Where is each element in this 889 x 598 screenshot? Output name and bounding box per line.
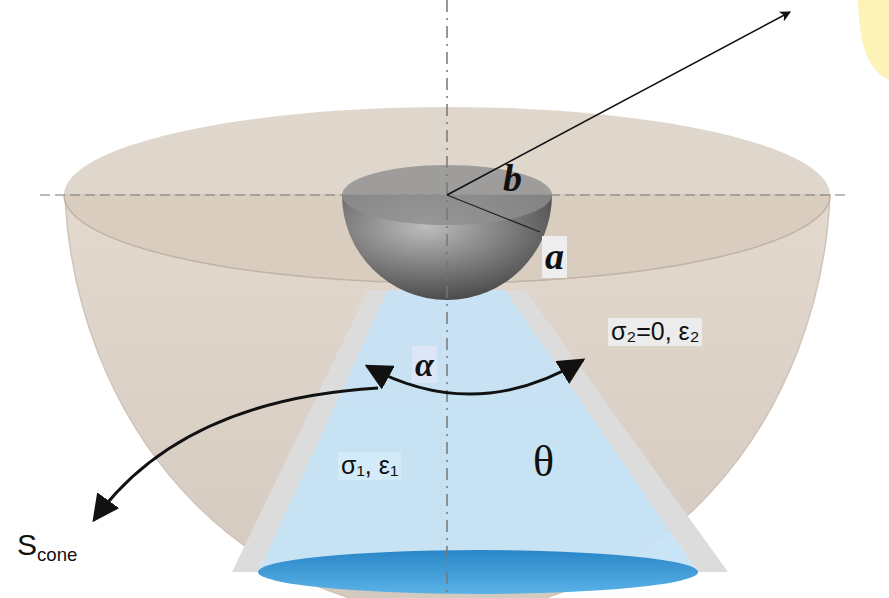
leader-arrow — [94, 388, 378, 520]
medium-label: σ₁, ε₁ — [338, 452, 401, 480]
radius-label: a — [542, 236, 567, 278]
angle-label: α — [412, 346, 437, 383]
angle-arc — [367, 360, 583, 394]
radius-a-line — [447, 195, 540, 232]
angle-symbol: θ — [530, 438, 557, 486]
surface-label: Scone — [14, 528, 80, 561]
symmetry-axis — [446, 0, 448, 598]
cone-base — [258, 550, 698, 594]
radius-label: b — [500, 158, 525, 200]
corner-highlight — [858, 0, 889, 80]
medium-label: σ₂=0, ε₂ — [608, 318, 702, 346]
radius-b-arrow — [447, 12, 790, 195]
